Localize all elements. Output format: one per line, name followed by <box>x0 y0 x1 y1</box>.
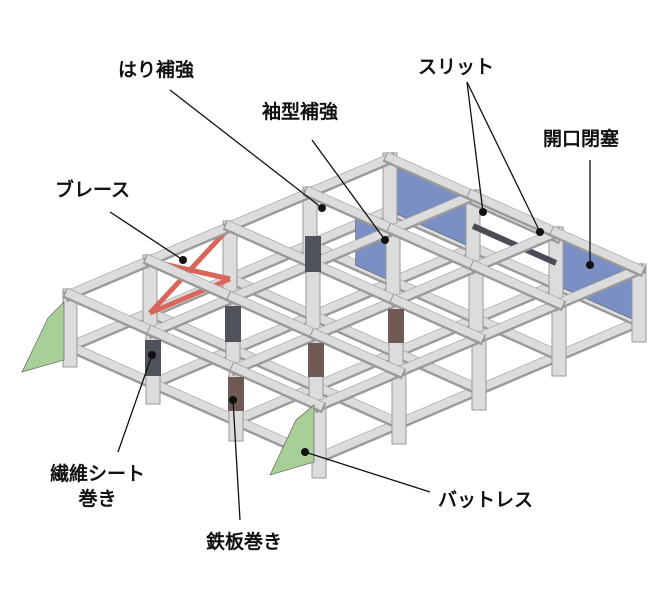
leader-line <box>232 399 241 521</box>
top-beam <box>224 220 319 269</box>
top-beam <box>310 294 402 340</box>
top-beam <box>387 223 482 272</box>
top-beam <box>550 226 645 275</box>
lower-beam <box>224 238 316 284</box>
lower-beam <box>230 380 322 426</box>
label-fiber: 繊維シート 巻き <box>50 462 145 512</box>
leader-line <box>311 139 386 241</box>
buttress <box>269 404 315 476</box>
lower-beam <box>147 343 239 389</box>
slit <box>471 223 558 266</box>
top-beam <box>304 186 399 235</box>
brace-member <box>149 276 231 316</box>
top-beam <box>144 254 239 303</box>
brace-member <box>148 225 232 315</box>
label-slit: スリット <box>418 56 495 78</box>
lower-beam <box>227 343 322 392</box>
lower-beam <box>304 204 396 250</box>
top-beam <box>310 328 405 377</box>
leader-line <box>466 81 541 233</box>
leader-dot <box>301 448 309 456</box>
lower-beam <box>307 275 399 321</box>
leader-line <box>466 81 484 213</box>
label-steel: 鉄板巻き <box>206 531 283 553</box>
leader-dot <box>229 396 237 404</box>
lower-beam <box>470 312 565 361</box>
lower-beam <box>64 306 156 352</box>
leader-line <box>109 211 184 261</box>
top-beam <box>224 186 316 232</box>
label-opening: 開口閉塞 <box>543 128 620 150</box>
top-beam <box>64 288 159 337</box>
lower-beam <box>473 349 565 395</box>
leader-dot <box>586 261 594 269</box>
top-beam <box>64 254 156 300</box>
lower-beam <box>307 309 402 358</box>
lower-beam <box>147 377 242 426</box>
top-beam <box>147 291 239 337</box>
lower-beam <box>64 340 159 389</box>
lower-beam <box>313 417 405 463</box>
top-beam <box>147 325 242 374</box>
buttress <box>21 301 65 373</box>
steel-plate-wrap <box>388 309 404 343</box>
leader-dot <box>179 256 187 264</box>
leader-line <box>117 354 153 453</box>
top-beam <box>230 362 325 411</box>
top-beam <box>144 220 236 266</box>
lower-beam <box>144 306 239 355</box>
leader-dot <box>318 204 326 212</box>
lower-beam <box>310 380 405 429</box>
lower-beam <box>470 278 562 324</box>
lower-beam <box>224 272 319 321</box>
fiber-sheet-wrap <box>225 306 241 342</box>
lower-beam <box>387 275 482 324</box>
lower-beam <box>227 309 319 355</box>
leader-dot <box>148 351 156 359</box>
top-beam <box>313 365 405 411</box>
top-beam <box>470 226 562 272</box>
lower-beam <box>310 346 402 392</box>
top-beam <box>384 152 479 201</box>
label-fiber-line1: 繊維シート <box>50 463 146 485</box>
lower-beam <box>390 346 485 395</box>
leader-dot <box>381 236 389 244</box>
label-beam: はり補強 <box>118 59 195 81</box>
lower-beam <box>467 241 562 290</box>
top-beam <box>307 223 399 269</box>
leader-dot <box>536 228 544 236</box>
top-beam <box>304 152 396 198</box>
top-beam <box>227 291 322 340</box>
lower-beam <box>390 312 482 358</box>
lower-beam <box>393 383 485 429</box>
top-beam <box>470 260 565 309</box>
top-beam <box>553 263 645 309</box>
label-wing: 袖型補強 <box>262 101 339 123</box>
top-beam <box>387 189 479 235</box>
label-buttress: バットレス <box>438 489 534 511</box>
label-fiber-line2: 巻き <box>78 488 117 510</box>
top-beam <box>473 297 565 343</box>
steel-plate-wrap <box>308 343 324 377</box>
lower-beam <box>553 315 645 361</box>
top-beam <box>390 294 485 343</box>
top-beam <box>390 260 482 306</box>
label-brace: ブレース <box>55 179 131 201</box>
leader-line <box>304 451 431 493</box>
top-beam <box>393 331 485 377</box>
lower-beam <box>387 241 479 287</box>
leader-line <box>169 89 323 209</box>
steel-plate-wrap <box>228 377 244 411</box>
top-beam <box>467 189 562 238</box>
top-beam <box>307 257 402 306</box>
leader-dot <box>479 208 487 216</box>
fiber-sheet-wrap <box>305 236 321 272</box>
top-beam <box>230 328 322 374</box>
top-beam <box>227 257 319 303</box>
